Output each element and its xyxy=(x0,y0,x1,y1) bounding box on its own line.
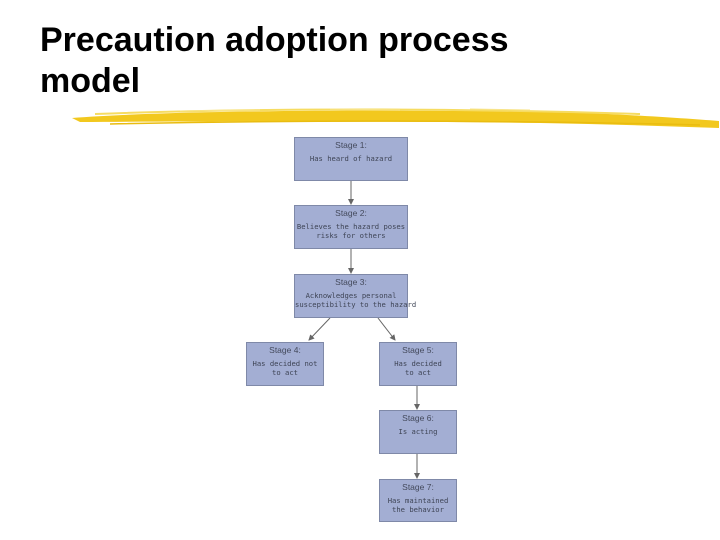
stage-7-text: Has maintained the behavior xyxy=(387,496,449,514)
stage-6-label: Stage 6: xyxy=(402,413,434,423)
stage-1-label: Stage 1: xyxy=(335,140,367,150)
stage-3-box: Stage 3: Acknowledges personal susceptib… xyxy=(294,274,417,318)
stage-2-text: Believes the hazard poses risks for othe… xyxy=(296,222,406,240)
stage-6-box: Stage 6: Is acting xyxy=(379,410,457,454)
stage-4-box: Stage 4: Has decided not to act xyxy=(246,342,324,386)
stage-1-text: Has heard of hazard xyxy=(309,154,393,163)
slide-title-line-1: Precaution adoption process xyxy=(40,21,509,59)
stage-7-label: Stage 7: xyxy=(402,482,434,492)
stage-3-text: Acknowledges personal susceptibility to … xyxy=(295,291,417,309)
stage-4-label: Stage 4: xyxy=(269,345,301,355)
stage-5-text: Has decided to act xyxy=(394,359,442,377)
stage-2-label: Stage 2: xyxy=(335,208,367,218)
stage-7-box: Stage 7: Has maintained the behavior xyxy=(379,479,457,522)
slide-title: Precaution adoption process model xyxy=(40,20,680,102)
stage-5-label: Stage 5: xyxy=(402,345,434,355)
title-underline-brushstroke xyxy=(72,108,719,128)
stage-4-text: Has decided not to act xyxy=(252,359,318,377)
arrow-stage3-to-stage5 xyxy=(377,317,396,341)
stage-6-text: Is acting xyxy=(398,427,438,436)
stage-3-label: Stage 3: xyxy=(335,277,367,287)
stage-1-box: Stage 1: Has heard of hazard xyxy=(294,137,408,181)
arrow-stage3-to-stage4 xyxy=(308,317,331,341)
slide-title-line-2: model xyxy=(40,62,141,100)
stage-5-box: Stage 5: Has decided to act xyxy=(379,342,457,386)
stage-2-box: Stage 2: Believes the hazard poses risks… xyxy=(294,205,408,249)
